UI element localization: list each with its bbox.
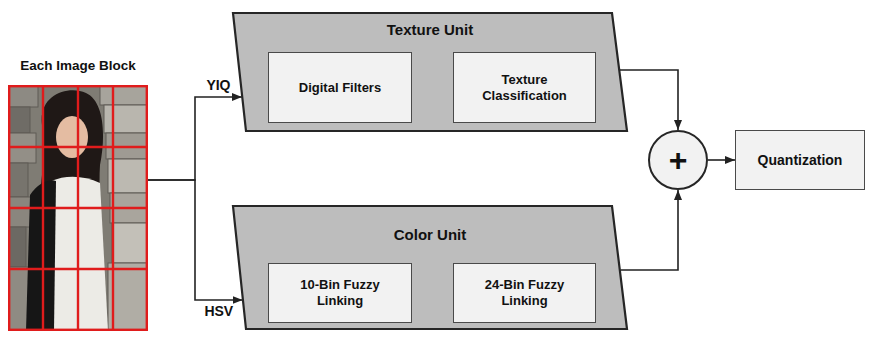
box-label: 10-Bin Fuzzy Linking bbox=[278, 277, 402, 308]
sum-symbol: + bbox=[669, 144, 688, 176]
block-heading: Each Image Block bbox=[20, 58, 136, 74]
flow-arrow bbox=[620, 70, 678, 130]
wall-background bbox=[8, 85, 148, 331]
unit-title: Color Unit bbox=[232, 226, 628, 244]
process-box: Digital Filters bbox=[268, 52, 412, 123]
box-label: Texture Classification bbox=[463, 72, 587, 103]
unit-shape bbox=[233, 206, 627, 329]
box-label: 24-Bin Fuzzy Linking bbox=[463, 277, 587, 308]
process-box: Texture Classification bbox=[453, 52, 596, 123]
unit-title: Texture Unit bbox=[232, 21, 628, 39]
unit-panel: Color Unit 10-Bin Fuzzy Linking 24-Bin Fuz… bbox=[232, 205, 628, 330]
image-block: Each Image Block bbox=[4, 58, 152, 333]
sum-circle: + bbox=[648, 130, 708, 190]
stone-bricks bbox=[8, 85, 148, 331]
unit-shape bbox=[233, 13, 627, 131]
unit-panel: Texture UnitDigital Filters Texture Class… bbox=[232, 12, 628, 132]
channel-label: YIQ bbox=[204, 78, 232, 93]
flow-arrow bbox=[708, 159, 735, 161]
process-box: 10-Bin Fuzzy Linking bbox=[268, 263, 412, 323]
process-box: 24-Bin Fuzzy Linking bbox=[453, 263, 596, 323]
output-box: Quantization bbox=[735, 130, 865, 190]
photo-illustration bbox=[8, 85, 148, 331]
block-grid bbox=[8, 85, 148, 331]
channel-label: HSV bbox=[202, 304, 235, 319]
box-label: Quantization bbox=[758, 152, 843, 169]
box-label: Digital Filters bbox=[299, 80, 381, 96]
jacket-shape bbox=[26, 181, 56, 331]
face-shape bbox=[56, 116, 88, 158]
flow-arrow bbox=[148, 97, 242, 180]
flow-arrow bbox=[148, 180, 243, 300]
flow-arrow bbox=[620, 190, 678, 270]
